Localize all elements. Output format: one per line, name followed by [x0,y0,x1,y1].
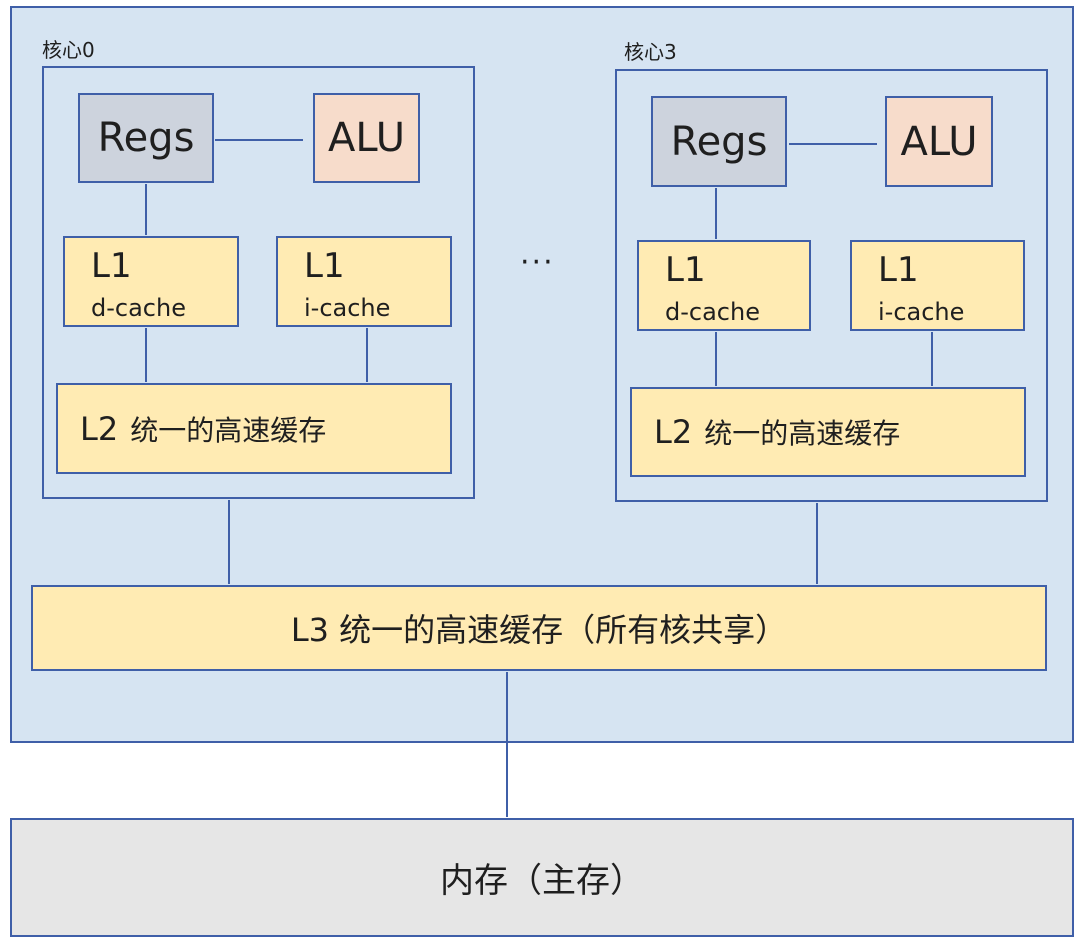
core3-label: 核心3 [624,40,677,64]
core3-l1d-title: L1 [665,250,706,290]
l3-cache-label: L3 统一的高速缓存（所有核共享） [290,611,788,649]
core0-l1d-title: L1 [91,246,132,286]
core3-l2-prefix: L2 [654,413,693,451]
core3-l1i-sub: i-cache [878,298,965,326]
core0-l1i-sub: i-cache [304,294,391,322]
core3-l1-dcache: L1 d-cache [637,240,811,331]
core3-regs: Regs [651,96,787,187]
core0-l2-cache: L2 统一的高速缓存 [56,383,452,474]
core3-alu: ALU [885,96,993,187]
core0-l1-dcache: L1 d-cache [63,236,239,327]
l3-shared-cache: L3 统一的高速缓存（所有核共享） [31,585,1047,671]
core3-l2-cache: L2 统一的高速缓存 [630,387,1026,477]
core3-l1d-sub: d-cache [665,298,760,326]
core0-l1-icache: L1 i-cache [276,236,452,327]
core3-l2-text: 统一的高速缓存 [704,417,901,450]
core3-l1-icache: L1 i-cache [850,240,1025,331]
core0-regs: Regs [78,93,214,183]
core0-l2-text: 统一的高速缓存 [130,413,327,447]
core0-label: 核心0 [42,38,95,62]
core0-l2-prefix: L2 [80,409,119,448]
core0-l1i-title: L1 [304,246,345,286]
core0-alu: ALU [313,93,420,183]
core0-l1d-sub: d-cache [91,294,186,322]
more-cores-ellipsis: ··· [520,245,555,280]
main-memory: 内存（主存） [10,818,1074,937]
core3-l1i-title: L1 [878,250,919,290]
